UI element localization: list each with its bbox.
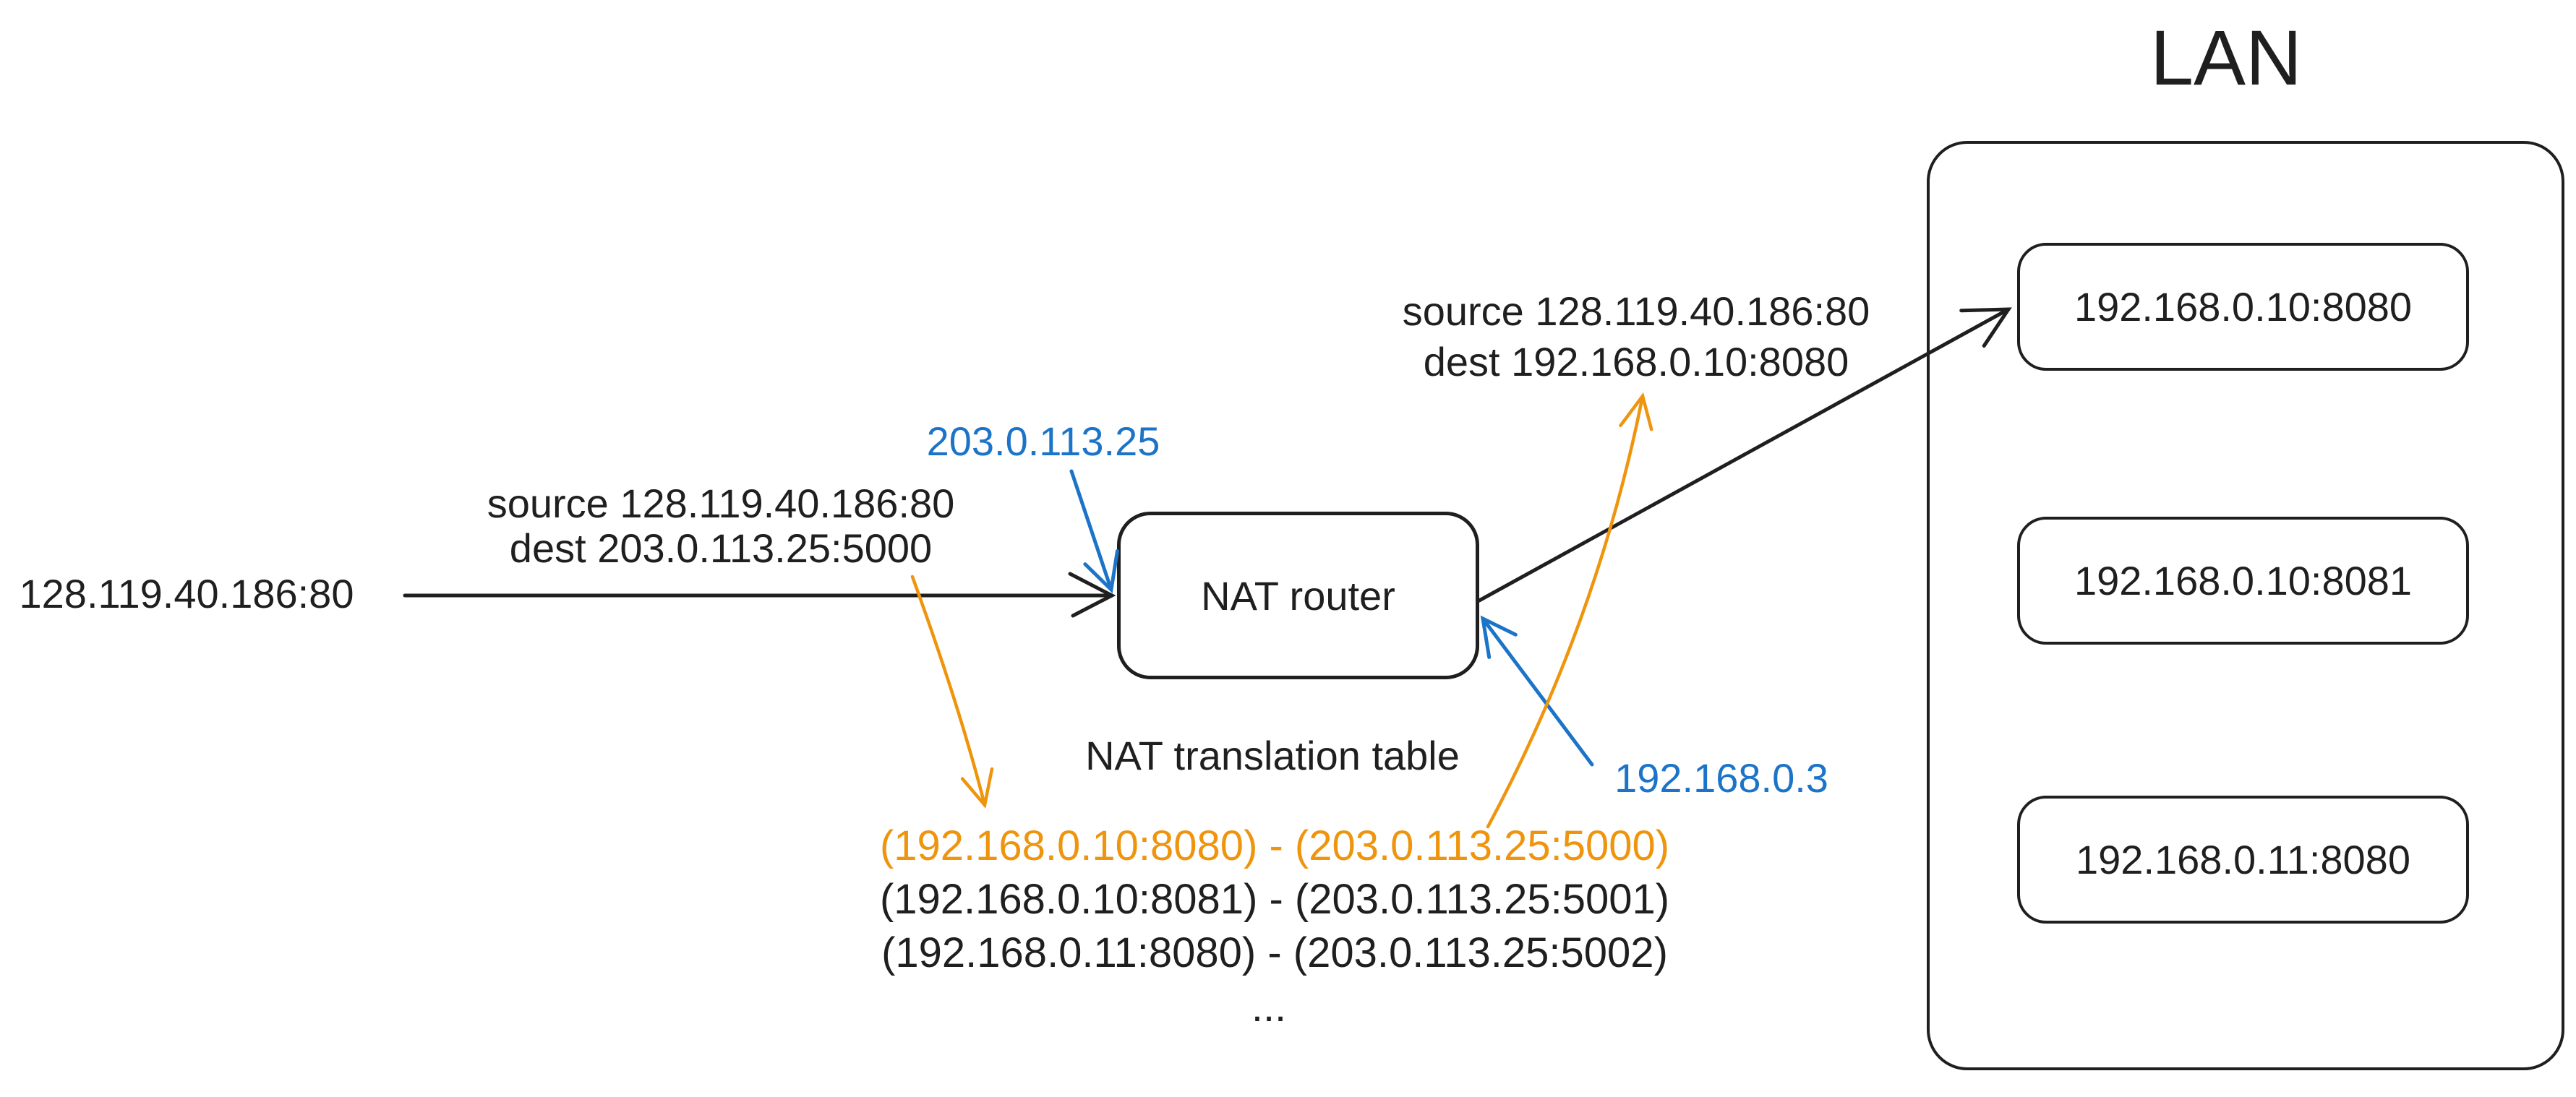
nat-router-label: NAT router [1201,572,1395,619]
nat-table-ellipsis: ... [1251,984,1287,1031]
inbound-packet-source: source 128.119.40.186:80 [487,481,955,526]
client-address: 128.119.40.186:80 [19,571,354,616]
inbound-packet-dest: dest 203.0.113.25:5000 [509,525,933,571]
public-ip-pointer-arrow [1069,469,1119,594]
lan-container [1927,141,2564,1070]
lan-host-node-2: 192.168.0.10:8081 [2017,517,2469,645]
nat-table-row-1: (192.168.0.10:8080) - (203.0.113.25:5000… [879,822,1670,869]
lan-host-address-3: 192.168.0.11:8080 [2076,837,2410,882]
nat-table-row-3: (192.168.0.11:8080) - (203.0.113.25:5002… [881,929,1668,976]
lan-host-node-1: 192.168.0.10:8080 [2017,243,2469,371]
forwarded-packet-dest: dest 192.168.0.10:8080 [1423,339,1849,384]
lan-host-address-1: 192.168.0.10:8080 [2074,284,2413,330]
nat-table-row-2: (192.168.0.10:8081) - (203.0.113.25:5001… [879,876,1670,923]
lan-title: LAN [2149,14,2303,101]
private-ip-pointer-arrow [1480,615,1594,767]
nat-table: (192.168.0.10:8080) - (203.0.113.25:5000… [880,819,1669,980]
forwarded-packet-label: source 128.119.40.186:80 dest 192.168.0.… [1403,286,1870,387]
forwarded-packet-source: source 128.119.40.186:80 [1402,288,1870,334]
router-to-table-entry-arrow [910,575,994,809]
inbound-packet-label: source 128.119.40.186:80 dest 203.0.113.… [487,481,955,571]
lan-host-node-3: 192.168.0.11:8080 [2017,796,2469,924]
lan-host-address-2: 192.168.0.10:8081 [2074,558,2413,603]
router-public-ip: 203.0.113.25 [926,418,1160,464]
router-private-ip: 192.168.0.3 [1614,755,1828,801]
nat-table-title: NAT translation table [1085,733,1460,778]
nat-router-node: NAT router [1117,512,1479,679]
